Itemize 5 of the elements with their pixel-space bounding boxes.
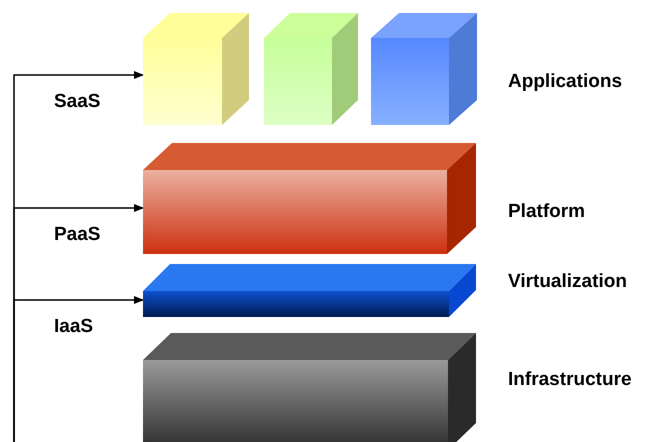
- layer-label: Applications: [508, 70, 622, 92]
- layer-label: Infrastructure: [508, 369, 632, 391]
- connector-arrow: [13, 296, 144, 442]
- layer-label: Virtualization: [508, 271, 627, 293]
- layer-label: Platform: [508, 201, 586, 223]
